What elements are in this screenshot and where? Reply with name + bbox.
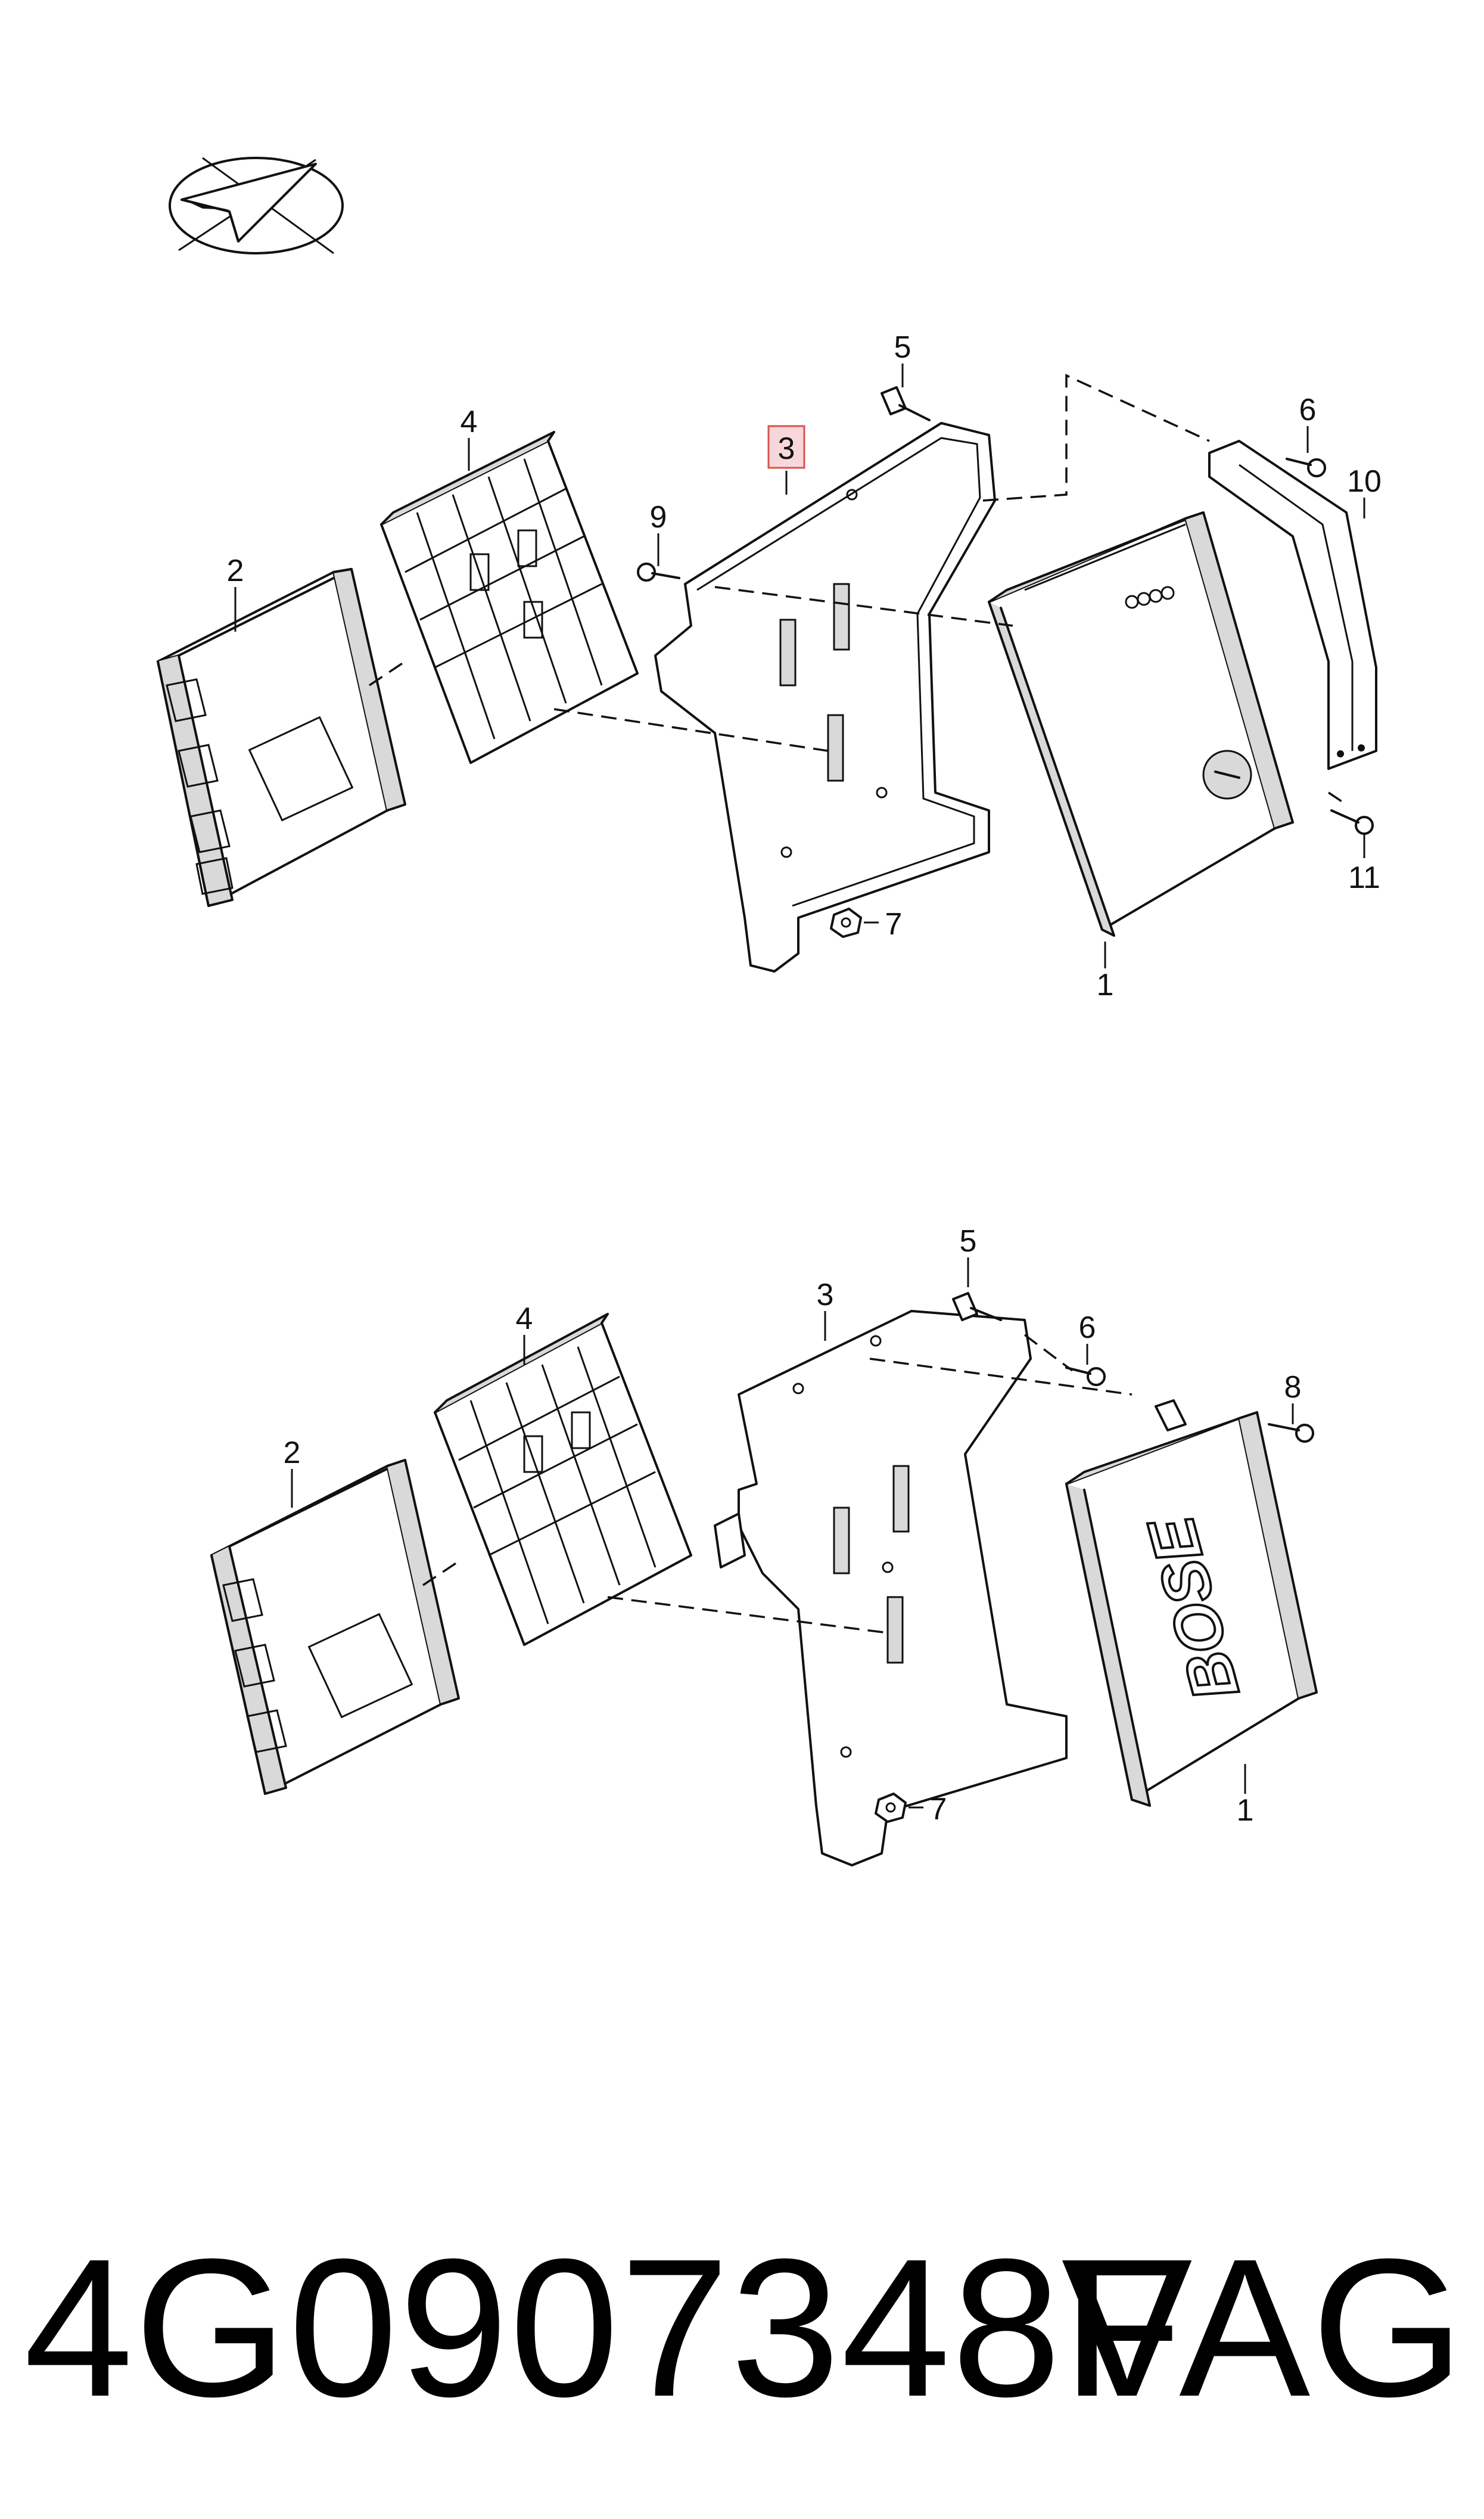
callout-9: 9: [650, 500, 667, 535]
amplifier-lower: BOSE: [1065, 1399, 1318, 1807]
side-bracket-upper: [1208, 440, 1377, 770]
amplifier-upper: [988, 511, 1294, 937]
brand-name: VAG: [1062, 2217, 1466, 2437]
screw-8-lower: [1268, 1423, 1314, 1443]
callout-6-lower: 6: [1079, 1310, 1096, 1345]
callout-2: 2: [227, 554, 244, 588]
highlight-box: [767, 425, 805, 469]
callout-7-lower: 7: [930, 1792, 947, 1827]
nut-7-lower: [875, 1793, 907, 1823]
lower-view: BOSE 2: [210, 1224, 1318, 1866]
callout-7: 7: [885, 907, 903, 942]
callout-6: 6: [1299, 393, 1317, 427]
screw-9-upper: [637, 563, 680, 582]
screw-5-upper: [881, 386, 931, 421]
upper-view: 2 4 3 5 6 9 7 10 1 11: [157, 330, 1382, 1002]
callout-3-lower: 3: [817, 1278, 834, 1312]
callout-10: 10: [1347, 464, 1382, 499]
part-number: 4G0907348F: [24, 2217, 1184, 2437]
mounting-bracket-upper: [654, 422, 996, 973]
direction-arrow-icon: [169, 157, 344, 254]
bracket-cover-lower: [434, 1313, 692, 1646]
callout-11: 11: [1348, 861, 1380, 895]
screw-11-upper: [1330, 809, 1374, 835]
callout-5-lower: 5: [960, 1224, 977, 1259]
screw-5-lower: [952, 1292, 1002, 1321]
callout-8-lower: 8: [1284, 1370, 1302, 1405]
callout-4: 4: [461, 405, 478, 439]
control-module-upper: [157, 568, 406, 907]
callout-5: 5: [894, 330, 911, 365]
callout-1: 1: [1097, 968, 1114, 1002]
mounting-bracket-lower: [714, 1310, 1068, 1866]
control-module-lower: [210, 1459, 460, 1795]
callout-1-lower: 1: [1237, 1793, 1254, 1828]
bracket-cover-upper: [380, 431, 639, 764]
callout-2-lower: 2: [284, 1436, 301, 1470]
screw-6-upper: [1286, 458, 1326, 477]
callout-4-lower: 4: [516, 1302, 533, 1336]
callout-3: 3: [778, 431, 795, 466]
nut-7-upper: [830, 908, 862, 938]
